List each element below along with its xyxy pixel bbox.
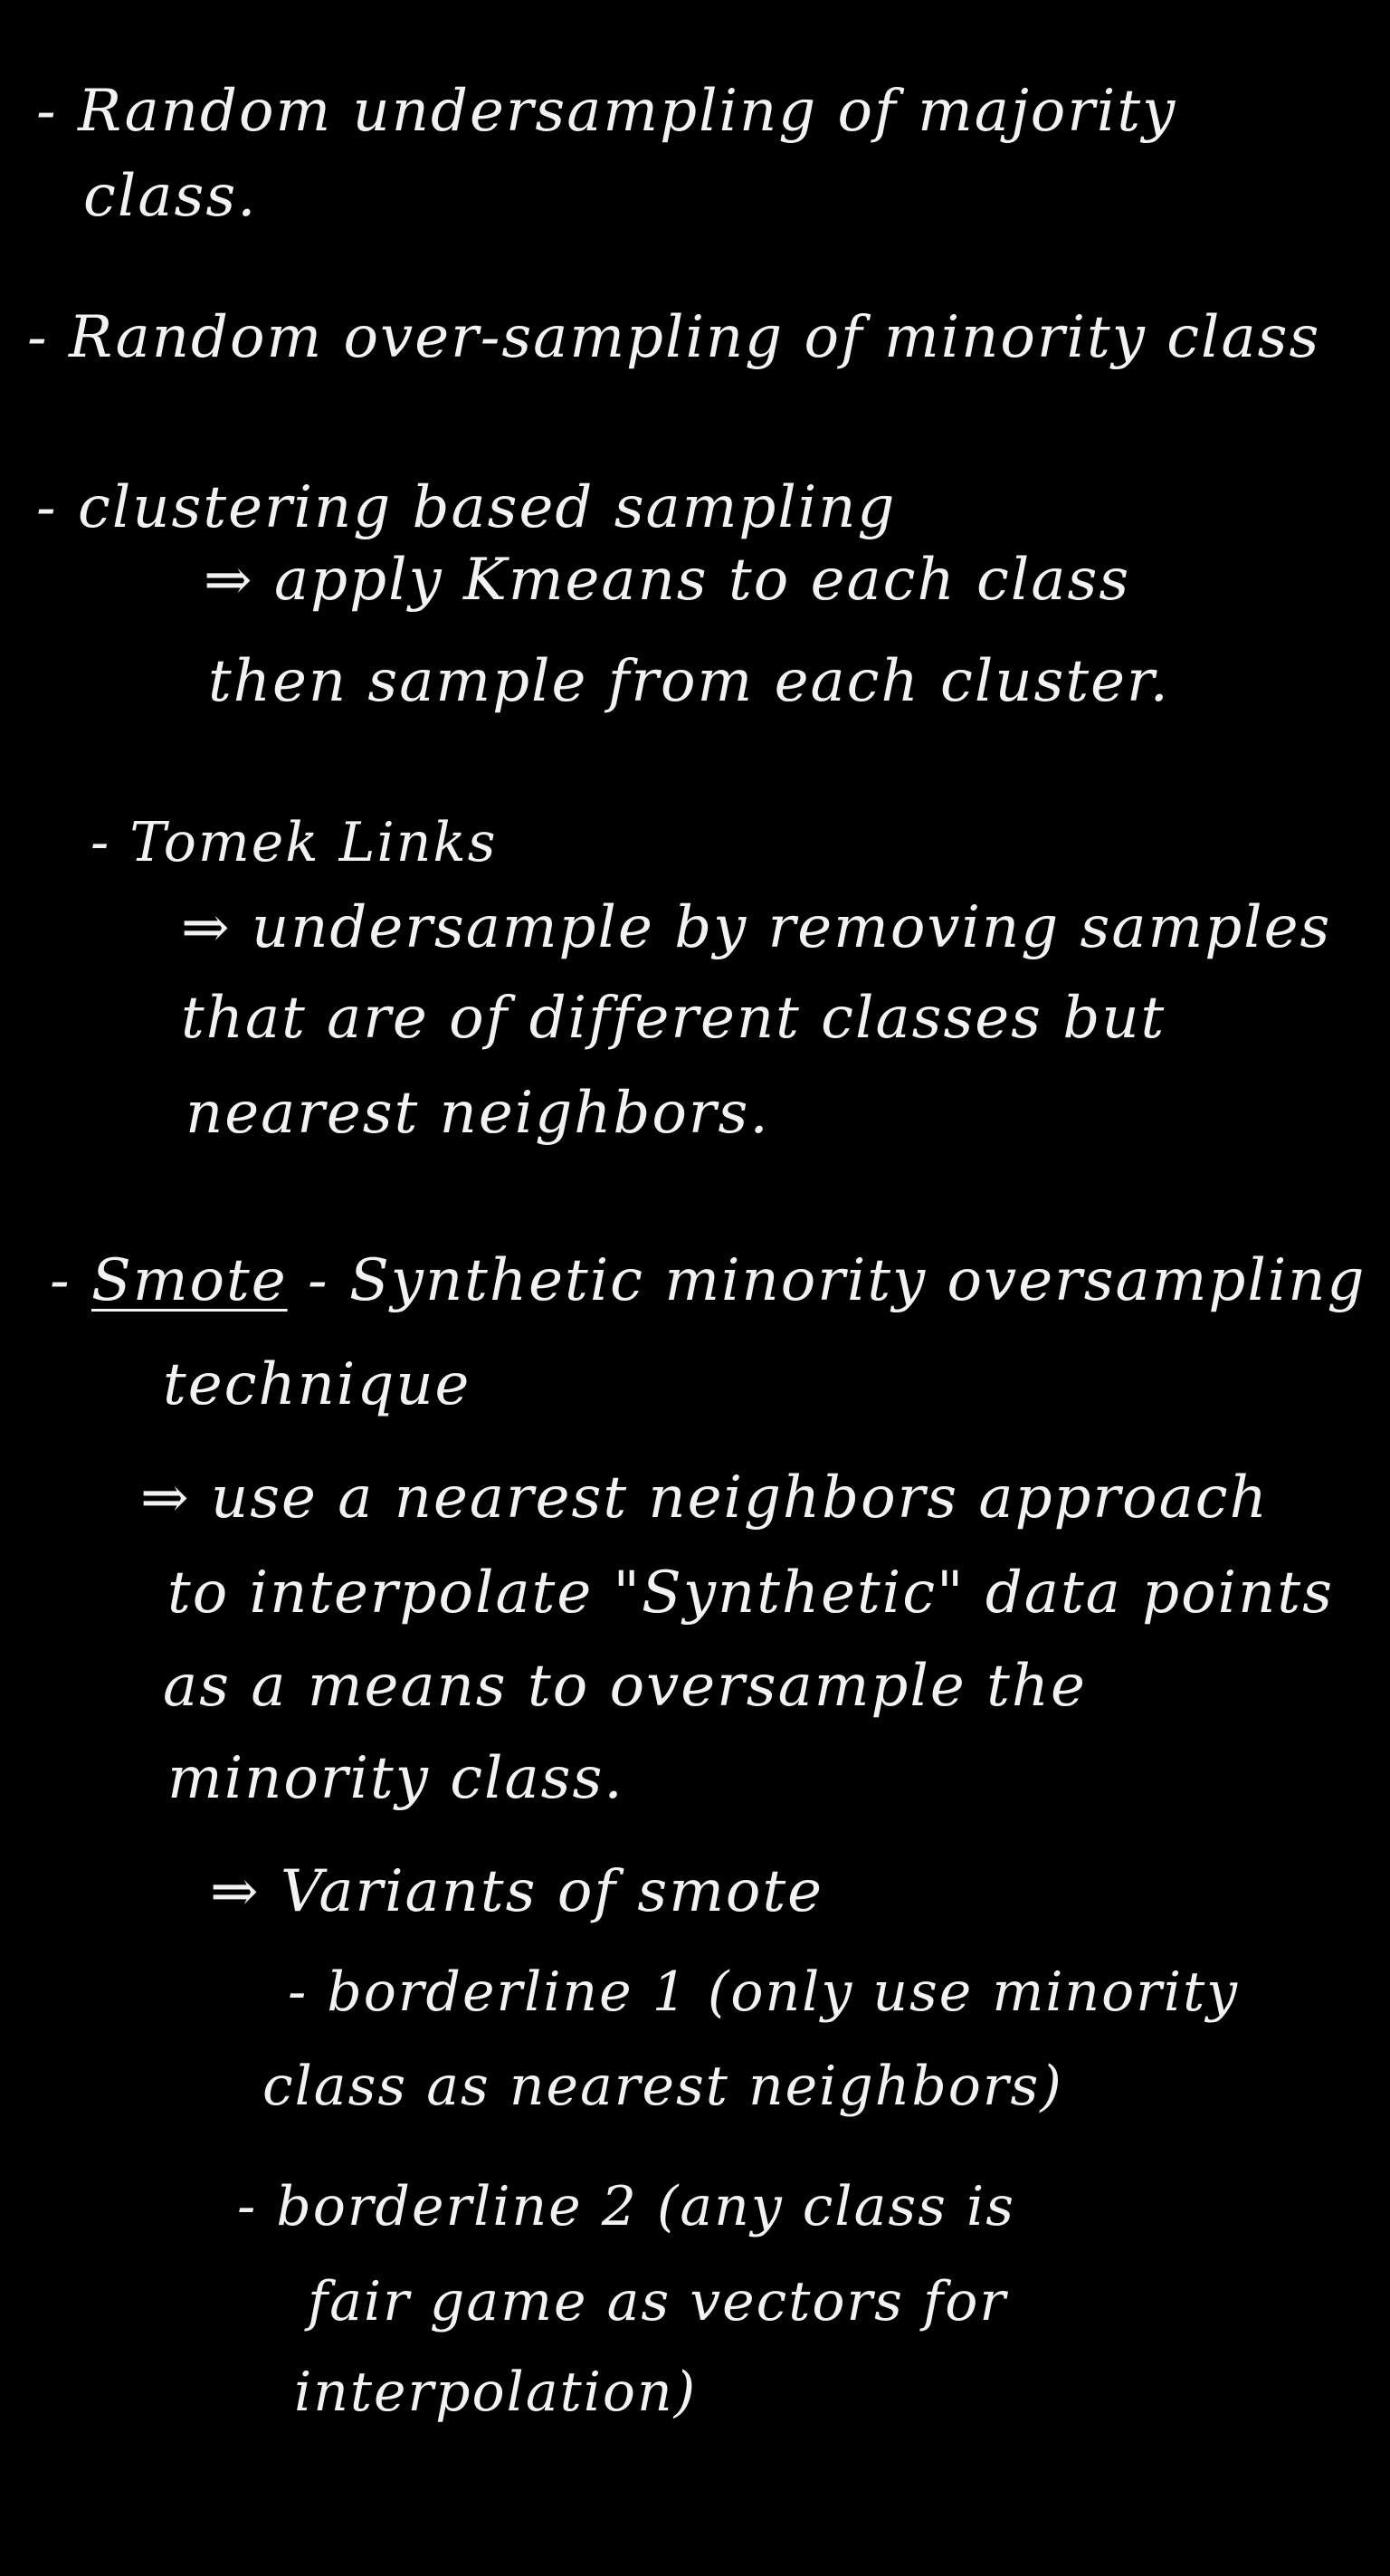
note-variant2-line2: fair game as vectors for [308,2270,1008,2333]
note-clustering-heading: - clustering based sampling [36,474,897,541]
smote-name: Smote [90,1247,288,1314]
note-clustering-detail1: ⇒ apply Kmeans to each class [204,547,1131,614]
note-smote-heading: - Smote - Synthetic minority oversamplin… [50,1249,1366,1312]
note-smote-detail3: as a means to oversample the [163,1653,1087,1720]
note-variant2-line1: - borderline 2 (any class is [237,2175,1015,2238]
note-smote-detail2: to interpolate "Synthetic" data points [167,1560,1334,1627]
note-variant2-line3: interpolation) [294,2361,698,2424]
note-smote-expansion2: technique [163,1351,471,1418]
smote-expansion: - Synthetic minority oversampling [307,1247,1366,1314]
note-smote-detail4: minority class. [167,1745,624,1812]
note-undersampling-line2: class. [83,163,258,230]
note-oversampling: - Random over-sampling of minority class [27,304,1321,371]
note-smote-detail1: ⇒ use a nearest neighbors approach [140,1465,1269,1531]
note-tomek-detail2: that are of different classes but [181,985,1166,1052]
note-clustering-detail2: then sample from each cluster. [208,648,1170,715]
note-tomek-detail1: ⇒ undersample by removing samples [181,894,1332,961]
note-undersampling-line1: - Random undersampling of majority [36,78,1177,145]
note-variant1-line1: - borderline 1 (only use minority [288,1961,1240,2024]
note-tomek-heading: - Tomek Links [90,811,498,874]
note-tomek-detail3: nearest neighbors. [186,1080,770,1147]
note-smote-variants-heading: ⇒ Variants of smote [210,1858,824,1925]
smote-dash: - [50,1247,71,1314]
note-variant1-line2: class as nearest neighbors) [262,2055,1063,2118]
